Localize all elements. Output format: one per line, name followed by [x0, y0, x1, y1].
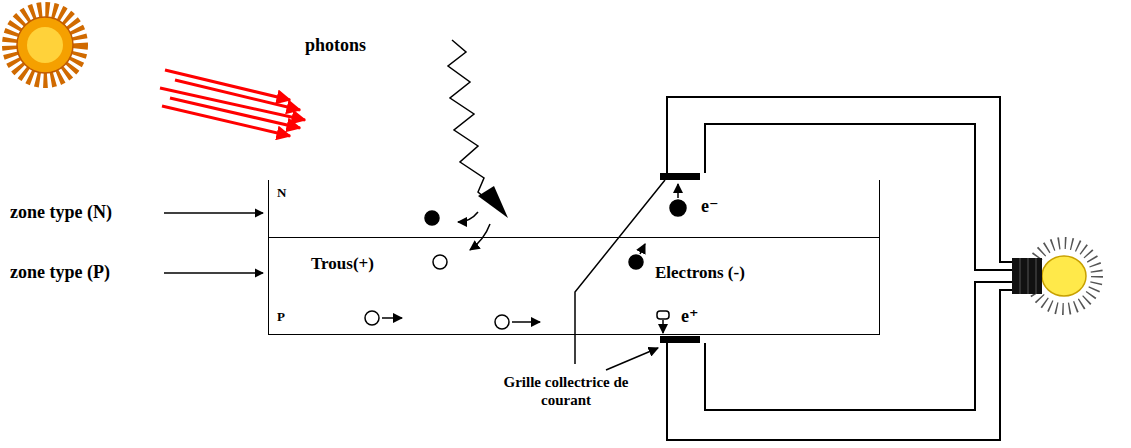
- charge-carriers: [365, 184, 686, 333]
- contact-bar: [660, 173, 700, 343]
- photon-ray: [448, 40, 508, 250]
- collector-grid: [575, 180, 665, 370]
- n-type-zone: Ne⁻: [268, 180, 880, 238]
- zone-letter: N: [277, 186, 286, 201]
- photon-label: photons: [305, 35, 366, 57]
- sun-icon: [10, 10, 80, 80]
- zone-label: zone type (P): [10, 262, 110, 284]
- zone-label: zone type (N): [10, 202, 112, 224]
- grid-label: Grille collectrice de courant: [480, 373, 652, 409]
- light-rays: [160, 70, 305, 136]
- lamp-icon: [1012, 243, 1097, 309]
- zone-pointer: [164, 213, 263, 273]
- zone-letter: P: [277, 310, 285, 325]
- p-type-zone: Trous(+) P Electrons (-) e⁺: [268, 238, 880, 335]
- carrier-label: Trous(+): [311, 254, 374, 274]
- charge-symbol: e⁻: [701, 196, 719, 217]
- charge-symbol: e⁺: [681, 306, 699, 327]
- carrier-label: Electrons (-): [655, 263, 745, 283]
